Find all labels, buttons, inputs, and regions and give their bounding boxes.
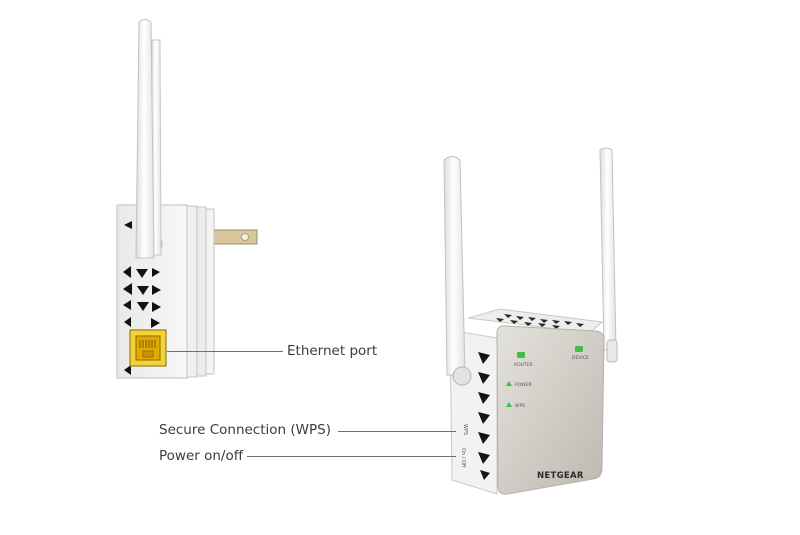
- led-power: POWER: [506, 381, 532, 388]
- ethernet-port-callout: Ethernet port: [287, 343, 378, 359]
- plug-prong: [213, 229, 258, 245]
- ethernet-leader-line: [167, 351, 283, 352]
- side-view-device: [116, 19, 258, 379]
- netgear-logo: NETGEAR: [537, 471, 584, 481]
- top-vents: [496, 314, 584, 329]
- led-router: ROUTER: [514, 352, 533, 368]
- svg-text:DEVICE: DEVICE: [572, 355, 589, 361]
- svg-text:POWER: POWER: [515, 382, 532, 388]
- right-antenna: [599, 147, 618, 363]
- side-vents: [123, 221, 161, 375]
- wps-callout: Secure Connection (WPS): [159, 422, 331, 438]
- left-antenna: [443, 156, 472, 386]
- wps-leader-line: [338, 431, 456, 432]
- side-wps-label: WPS: [462, 424, 468, 435]
- front-view-device: WPS On / Off ROUTER DEVICE POWER WPS NET…: [443, 147, 618, 495]
- svg-text:ROUTER: ROUTER: [514, 362, 533, 368]
- ethernet-port-jack: [129, 329, 167, 367]
- power-leader-line: [247, 456, 456, 457]
- led-device: DEVICE: [572, 346, 589, 361]
- svg-text:WPS: WPS: [515, 403, 525, 409]
- side-power-label: On / Off: [460, 448, 466, 468]
- power-callout: Power on/off: [159, 448, 244, 464]
- led-wps: WPS: [506, 402, 525, 409]
